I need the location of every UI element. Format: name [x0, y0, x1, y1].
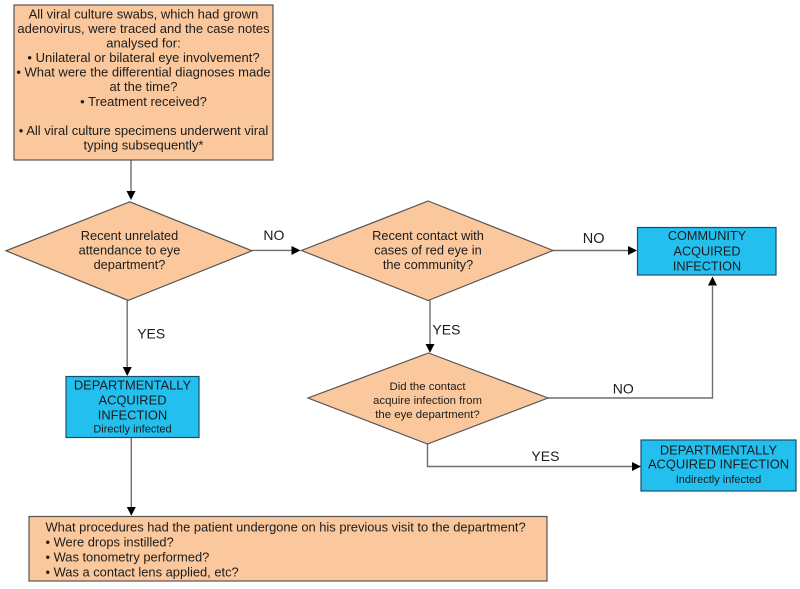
svg-text:YES: YES — [531, 448, 559, 464]
svg-text:ACQUIRED INFECTION: ACQUIRED INFECTION — [648, 457, 789, 472]
svg-text:the eye department?: the eye department? — [375, 409, 480, 421]
svg-text:• Were drops instilled?: • Were drops instilled? — [46, 535, 174, 550]
svg-text:All viral culture swabs, which: All viral culture swabs, which had grown — [29, 7, 259, 22]
svg-text:ACQUIRED: ACQUIRED — [98, 393, 166, 408]
svg-text:YES: YES — [432, 322, 460, 338]
svg-text:• Treatment received?: • Treatment received? — [80, 94, 207, 109]
svg-text:• All viral culture specimens: • All viral culture specimens underwent … — [19, 123, 269, 138]
svg-text:DEPARTMENTALLY: DEPARTMENTALLY — [660, 442, 778, 457]
svg-text:• Was a contact lens applied,: • Was a contact lens applied, etc? — [46, 565, 239, 580]
svg-text:at the time?: at the time? — [110, 79, 178, 94]
svg-text:Directly infected: Directly infected — [93, 424, 171, 436]
svg-text:acquire infection from: acquire infection from — [373, 395, 482, 407]
svg-text:• Unilateral or bilateral eye: • Unilateral or bilateral eye involvemen… — [27, 50, 259, 65]
svg-text:typing subsequently*: typing subsequently* — [84, 137, 204, 152]
svg-text:Indirectly infected: Indirectly infected — [676, 474, 762, 486]
svg-text:NO: NO — [583, 231, 605, 247]
svg-text:the community?: the community? — [383, 257, 473, 272]
svg-text:department?: department? — [94, 257, 166, 272]
svg-text:INFECTION: INFECTION — [98, 408, 167, 423]
svg-text:• What were the differential d: • What were the differential diagnoses m… — [16, 65, 270, 80]
svg-text:COMMUNITY: COMMUNITY — [668, 229, 747, 243]
svg-text:Recent unrelated: Recent unrelated — [81, 228, 178, 243]
svg-text:What procedures had the patien: What procedures had the patient undergon… — [46, 520, 526, 535]
svg-text:DEPARTMENTALLY: DEPARTMENTALLY — [74, 378, 192, 393]
svg-text:Recent contact with: Recent contact with — [372, 228, 484, 243]
svg-text:cases of red eye in: cases of red eye in — [374, 242, 481, 257]
svg-text:adenovirus, were traced and th: adenovirus, were traced and the case not… — [17, 21, 270, 36]
svg-text:NO: NO — [613, 381, 634, 397]
svg-text:attendance to eye: attendance to eye — [79, 242, 181, 257]
svg-text:• Was tonometry performed?: • Was tonometry performed? — [46, 550, 210, 565]
svg-text:NO: NO — [263, 227, 284, 243]
svg-text:YES: YES — [137, 326, 165, 342]
svg-text:Did the contact: Did the contact — [390, 381, 467, 393]
svg-text:ACQUIRED: ACQUIRED — [674, 244, 741, 258]
svg-text:INFECTION: INFECTION — [673, 260, 741, 274]
svg-text:analysed for:: analysed for: — [106, 36, 180, 51]
